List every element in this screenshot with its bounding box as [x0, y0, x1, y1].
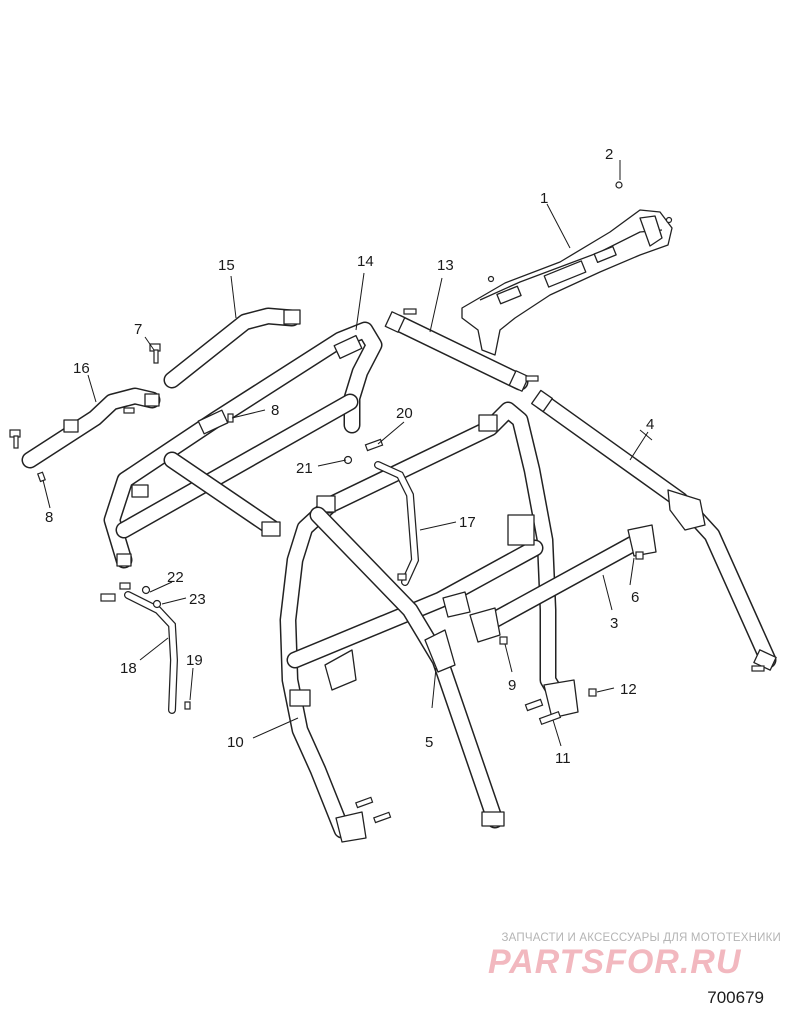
- callout-1: 1: [540, 190, 548, 207]
- part-3-cross-tube: [469, 524, 657, 643]
- callout-5: 5: [425, 734, 433, 751]
- callout-23: 23: [189, 591, 206, 608]
- part-18-brace: [100, 582, 179, 714]
- part-12-nut: [588, 688, 597, 697]
- callout-18: 18: [120, 660, 137, 677]
- part-11-bolt: [524, 698, 562, 726]
- callout-14: 14: [357, 253, 374, 270]
- callout-6: 6: [631, 589, 639, 606]
- part-17-brace: [374, 461, 420, 586]
- callout-8-left: 8: [45, 509, 53, 526]
- callout-10: 10: [227, 734, 244, 751]
- part-20-bolt: [364, 438, 384, 452]
- callout-22: 22: [167, 569, 184, 586]
- part-16-grab-bar: [9, 387, 161, 469]
- callout-labels: 1 2 3 4 5 6 7 8 8 9 10 11 12 13 14 15 16…: [45, 146, 654, 767]
- leader-lines: [42, 160, 653, 747]
- part-15-grab-bar: [163, 307, 301, 389]
- callout-20: 20: [396, 405, 413, 422]
- foot-bolts: [355, 796, 392, 824]
- part-9-nut: [499, 636, 508, 645]
- part-7-bolt: [149, 343, 161, 364]
- part-4-rear-side-tube: [531, 389, 777, 672]
- part-10-main-hoop: [279, 401, 579, 843]
- part-19-bolt: [184, 701, 191, 710]
- callout-13: 13: [437, 257, 454, 274]
- part-8-pin-left: [36, 471, 46, 483]
- callout-4: 4: [646, 416, 654, 433]
- callout-3: 3: [610, 615, 618, 632]
- part-14-upper-hoop: [103, 321, 383, 569]
- callout-2: 2: [605, 146, 613, 163]
- part-5-front-tube: [309, 506, 505, 829]
- callout-12: 12: [620, 681, 637, 698]
- callout-8-center: 8: [271, 402, 279, 419]
- part-2-fastener: [615, 181, 623, 189]
- part-22-washer: [141, 585, 151, 595]
- callout-9: 9: [508, 677, 516, 694]
- callout-19: 19: [186, 652, 203, 669]
- watermark-logo: PARTSFOR.RU: [488, 943, 788, 981]
- part-13-front-cross-tube: [384, 308, 539, 392]
- watermark-logo-text: PARTSFOR.RU: [488, 943, 742, 981]
- figure-number: 700679: [707, 988, 764, 1007]
- callout-16: 16: [73, 360, 90, 377]
- callout-15: 15: [218, 257, 235, 274]
- part-1-roof-console: [461, 209, 673, 356]
- part-23-nut: [152, 599, 162, 609]
- callout-21: 21: [296, 460, 313, 477]
- part-6-nut: [635, 551, 644, 560]
- callout-11: 11: [555, 750, 571, 767]
- callout-17: 17: [459, 514, 476, 531]
- watermark-tagline: ЗАПЧАСТИ И АКСЕССУАРЫ ДЛЯ МОТОТЕХНИКИ: [501, 932, 781, 944]
- callout-7: 7: [134, 321, 142, 338]
